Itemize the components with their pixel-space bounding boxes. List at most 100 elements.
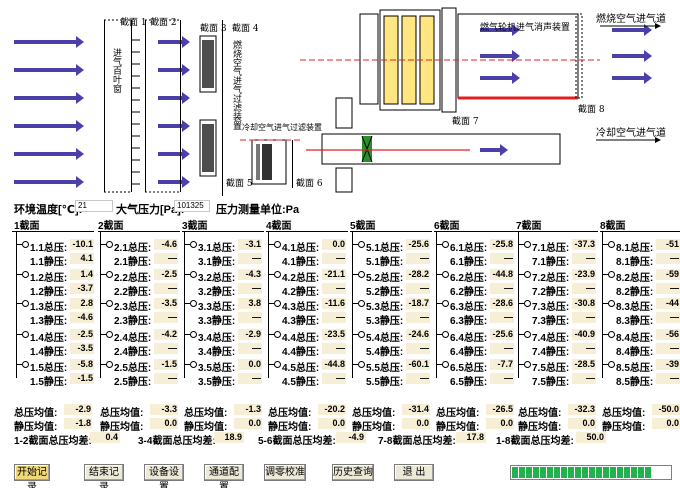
row-connector bbox=[100, 274, 106, 275]
avg-total-label: 总压均值: bbox=[268, 408, 312, 419]
total-pressure-value: -21.1 bbox=[322, 269, 346, 280]
stop-record-button[interactable]: 结束记录 bbox=[84, 464, 124, 488]
progress-segment bbox=[547, 467, 553, 478]
total-pressure-value: -3.1 bbox=[238, 239, 262, 250]
total-pressure-label: 4.4总压: bbox=[282, 333, 320, 344]
static-pressure-value: — bbox=[154, 312, 178, 323]
section-8-rule bbox=[600, 231, 680, 232]
static-pressure-value: — bbox=[656, 283, 680, 294]
static-pressure-label: 8.5静压: bbox=[616, 377, 654, 388]
static-pressure-label: 1.2静压: bbox=[30, 287, 68, 298]
airflow-arrow-icon bbox=[14, 176, 84, 188]
static-pressure-label: 3.3静压: bbox=[198, 316, 236, 327]
static-pressure-value: — bbox=[322, 283, 346, 294]
progress-segment bbox=[582, 467, 588, 478]
row-connector bbox=[436, 364, 442, 365]
probe-indicator-icon bbox=[106, 331, 113, 338]
probe-indicator-icon bbox=[358, 331, 365, 338]
section-diff-value: -4.9 bbox=[336, 432, 366, 443]
probe-indicator-icon bbox=[442, 300, 449, 307]
static-pressure-value: -1.5 bbox=[70, 373, 94, 384]
probe-indicator-icon bbox=[358, 241, 365, 248]
progress-segment bbox=[603, 467, 609, 478]
total-pressure-label: 1.3总压: bbox=[30, 302, 68, 313]
section-6-bracket bbox=[436, 232, 437, 378]
avg-static-label: 静压均值: bbox=[602, 422, 646, 433]
total-pressure-label: 3.4总压: bbox=[198, 333, 236, 344]
progress-segment bbox=[624, 467, 630, 478]
section-2-bracket bbox=[100, 232, 101, 378]
row-connector bbox=[268, 274, 274, 275]
static-pressure-value: — bbox=[572, 312, 596, 323]
progress-segment bbox=[610, 467, 616, 478]
probe-indicator-icon bbox=[22, 271, 29, 278]
probe-indicator-icon bbox=[274, 271, 281, 278]
start-record-button[interactable]: 开始记录 bbox=[14, 464, 50, 488]
pressure-unit-label: 压力测量单位:Pa bbox=[216, 204, 300, 216]
avg-static-value: 0.0 bbox=[486, 418, 514, 429]
exit-button[interactable]: 退 出 bbox=[394, 464, 434, 481]
row-connector bbox=[100, 244, 106, 245]
probe-indicator-icon bbox=[524, 361, 531, 368]
probe-indicator-icon bbox=[442, 361, 449, 368]
airflow-arrow-icon bbox=[480, 72, 520, 84]
total-pressure-label: 7.2总压: bbox=[532, 273, 570, 284]
probe-indicator-icon bbox=[274, 241, 281, 248]
progress-segment bbox=[554, 467, 560, 478]
avg-static-label: 静压均值: bbox=[184, 422, 228, 433]
static-pressure-value: — bbox=[656, 343, 680, 354]
progress-segment bbox=[596, 467, 602, 478]
probe-indicator-icon bbox=[190, 300, 197, 307]
static-pressure-label: 8.1静压: bbox=[616, 257, 654, 268]
avg-total-label: 总压均值: bbox=[184, 408, 228, 419]
airflow-arrow-icon bbox=[480, 24, 520, 36]
airflow-arrow-icon bbox=[158, 120, 190, 132]
section-4-title: 4截面 bbox=[266, 221, 292, 232]
row-connector bbox=[184, 303, 190, 304]
static-pressure-label: 6.5静压: bbox=[450, 377, 488, 388]
cooling-filter-label: 冷却空气进气过滤装置 bbox=[242, 122, 322, 132]
ambient-temp-field[interactable]: 21 bbox=[75, 200, 113, 212]
zero-calibration-button[interactable]: 调零校准 bbox=[264, 464, 306, 481]
total-pressure-label: 4.3总压: bbox=[282, 302, 320, 313]
airflow-arrow-icon bbox=[14, 148, 84, 160]
static-pressure-label: 3.1静压: bbox=[198, 257, 236, 268]
row-connector bbox=[184, 274, 190, 275]
probe-indicator-icon bbox=[358, 300, 365, 307]
progress-segment bbox=[526, 467, 532, 478]
static-pressure-value: — bbox=[572, 373, 596, 384]
total-pressure-value: -28.5 bbox=[572, 359, 596, 370]
static-pressure-value: — bbox=[322, 253, 346, 264]
airflow-arrow-icon bbox=[612, 50, 652, 62]
static-pressure-label: 8.4静压: bbox=[616, 347, 654, 358]
row-connector bbox=[268, 303, 274, 304]
row-connector bbox=[436, 244, 442, 245]
avg-total-value: -1.3 bbox=[234, 404, 262, 415]
total-pressure-label: 1.1总压: bbox=[30, 243, 68, 254]
avg-total-value: -3.3 bbox=[150, 404, 178, 415]
row-connector bbox=[352, 303, 358, 304]
probe-indicator-icon bbox=[106, 300, 113, 307]
static-pressure-label: 2.2静压: bbox=[114, 287, 152, 298]
avg-total-value: -32.3 bbox=[568, 404, 596, 415]
progress-segment bbox=[512, 467, 518, 478]
total-pressure-value: -7.7 bbox=[490, 359, 514, 370]
static-pressure-label: 1.4静压: bbox=[30, 347, 68, 358]
probe-indicator-icon bbox=[608, 241, 615, 248]
atm-pressure-field[interactable]: 101325 bbox=[174, 200, 210, 212]
avg-total-label: 总压均值: bbox=[100, 408, 144, 419]
section-6-label: 截面 6 bbox=[296, 177, 323, 189]
section-7-title: 7截面 bbox=[516, 221, 542, 232]
total-pressure-label: 8.4总压: bbox=[616, 333, 654, 344]
channel-config-button[interactable]: 通道配置 bbox=[204, 464, 244, 488]
history-query-button[interactable]: 历史查询 bbox=[332, 464, 374, 481]
device-settings-button[interactable]: 设备设置 bbox=[144, 464, 184, 488]
total-pressure-label: 5.4总压: bbox=[366, 333, 404, 344]
total-pressure-label: 5.1总压: bbox=[366, 243, 404, 254]
static-pressure-label: 2.3静压: bbox=[114, 316, 152, 327]
section-2-title: 2截面 bbox=[98, 221, 124, 232]
total-pressure-value: -10.1 bbox=[70, 239, 94, 250]
total-pressure-value: 0.0 bbox=[322, 239, 346, 250]
airflow-arrow-icon bbox=[158, 176, 190, 188]
total-pressure-label: 6.3总压: bbox=[450, 302, 488, 313]
